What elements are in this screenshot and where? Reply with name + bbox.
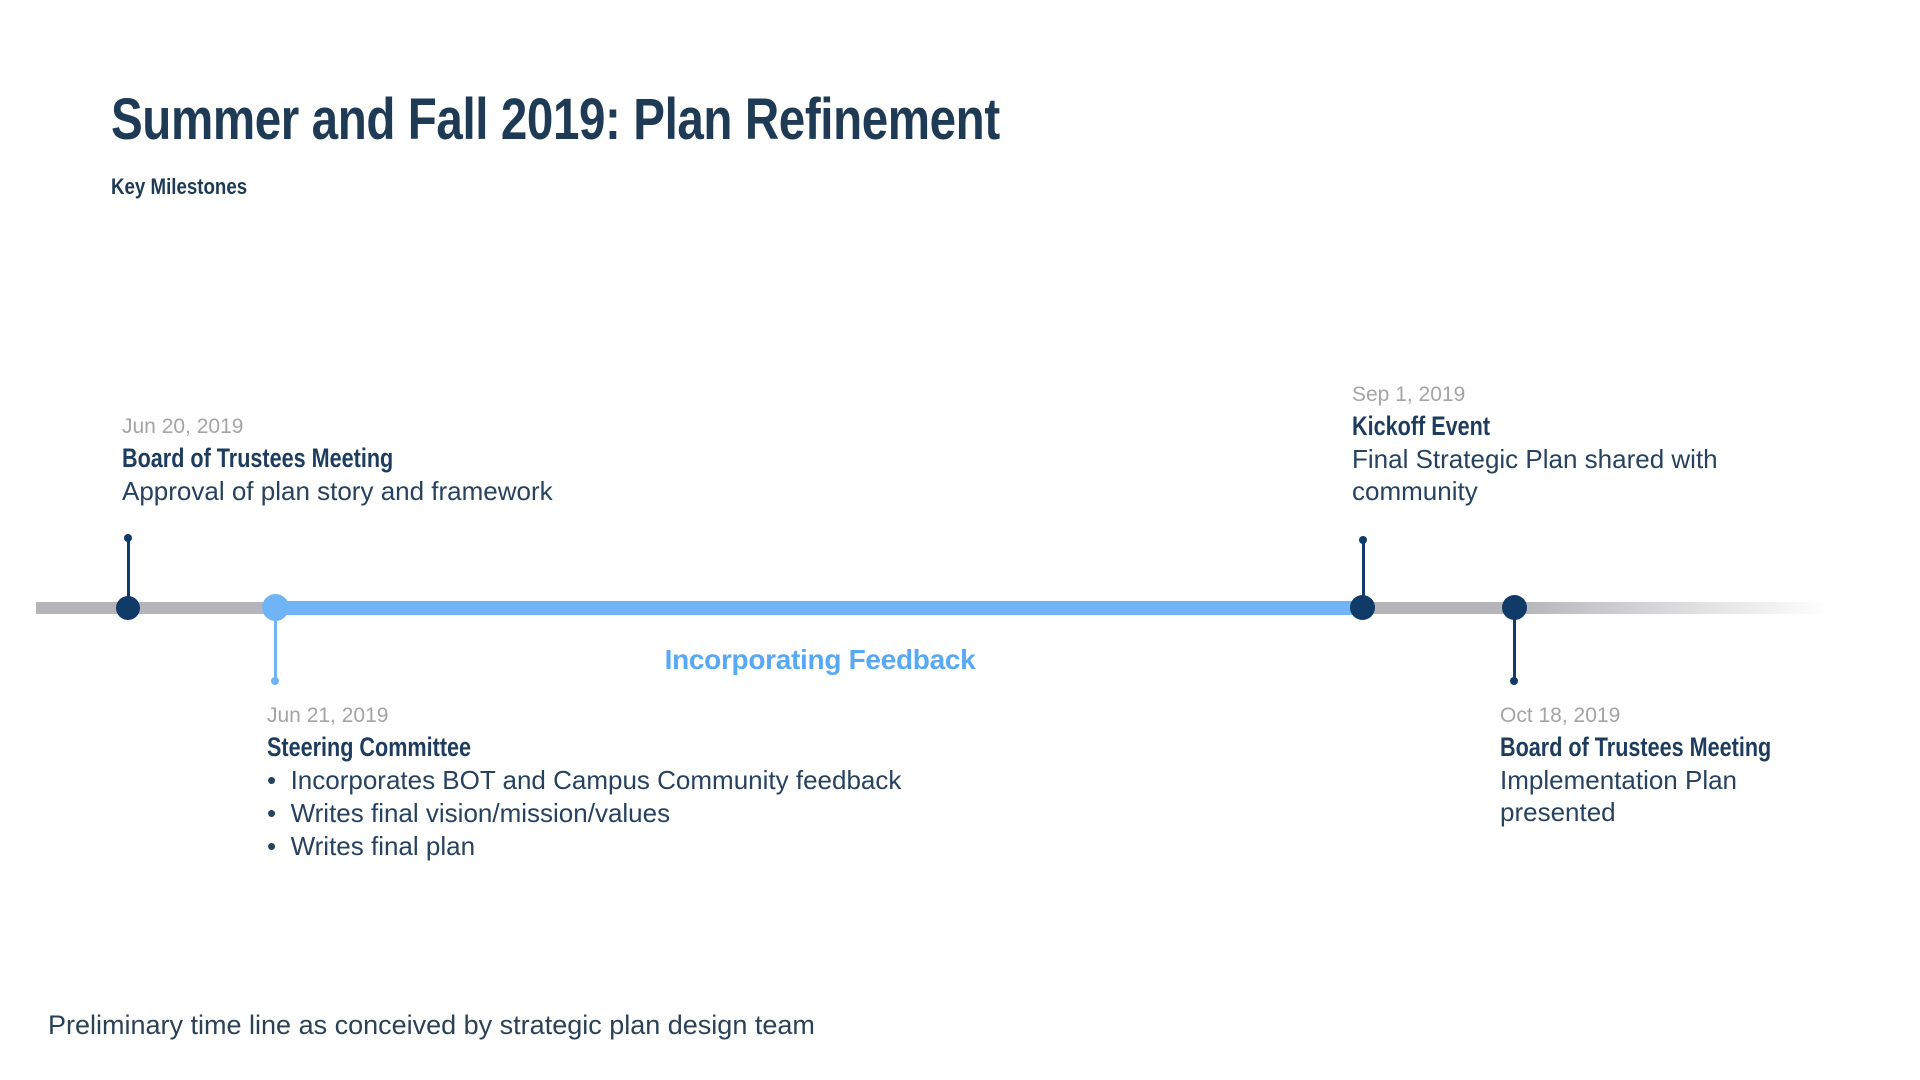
milestone-bullet-list: Incorporates BOT and Campus Community fe… xyxy=(267,764,967,863)
milestone-title: Kickoff Event xyxy=(1352,411,1491,441)
milestone-title: Board of Trustees Meeting xyxy=(122,443,394,473)
phase-label: Incorporating Feedback xyxy=(664,644,976,675)
page-title: Summer and Fall 2019: Plan Refinement xyxy=(111,87,1000,152)
milestone-dot xyxy=(262,594,289,621)
milestone-bullet: Writes final plan xyxy=(267,830,967,863)
milestone-bullet: Writes final vision/mission/values xyxy=(267,797,967,830)
connector-stem xyxy=(1362,540,1365,600)
page-subtitle: Key Milestones xyxy=(111,174,248,199)
stem-end-dot xyxy=(124,534,132,542)
connector-stem xyxy=(127,538,130,600)
milestone-title: Board of Trustees Meeting xyxy=(1500,732,1772,762)
milestone-date: Oct 18, 2019 xyxy=(1500,704,1621,727)
milestone-bullet: Incorporates BOT and Campus Community fe… xyxy=(267,764,967,797)
stem-end-dot xyxy=(1359,536,1367,544)
milestone-jun-20: Jun 20, 2019 Board of Trustees Meeting A… xyxy=(122,413,642,507)
milestone-oct-18: Oct 18, 2019 Board of Trustees Meeting I… xyxy=(1500,702,1800,828)
milestone-dot xyxy=(1502,595,1527,620)
milestone-date: Jun 21, 2019 xyxy=(267,704,389,727)
milestone-sep-1: Sep 1, 2019 Kickoff Event Final Strategi… xyxy=(1352,381,1792,507)
milestone-description: Final Strategic Plan shared with communi… xyxy=(1352,444,1718,506)
milestone-jun-21: Jun 21, 2019 Steering Committee Incorpor… xyxy=(267,702,967,863)
milestone-dot xyxy=(1350,595,1375,620)
footer-note: Preliminary time line as conceived by st… xyxy=(48,1010,815,1040)
stem-end-dot xyxy=(271,677,279,685)
milestone-description: Implementation Plan presented xyxy=(1500,765,1738,827)
milestone-date: Sep 1, 2019 xyxy=(1352,383,1466,406)
milestone-date: Jun 20, 2019 xyxy=(122,415,244,438)
phase-segment-bar xyxy=(275,601,1363,615)
connector-stem xyxy=(1513,617,1516,681)
milestone-title: Steering Committee xyxy=(267,732,472,762)
connector-stem xyxy=(274,614,277,680)
stem-end-dot xyxy=(1510,677,1518,685)
milestone-dot xyxy=(116,596,140,620)
milestone-description: Approval of plan story and framework xyxy=(122,476,553,506)
